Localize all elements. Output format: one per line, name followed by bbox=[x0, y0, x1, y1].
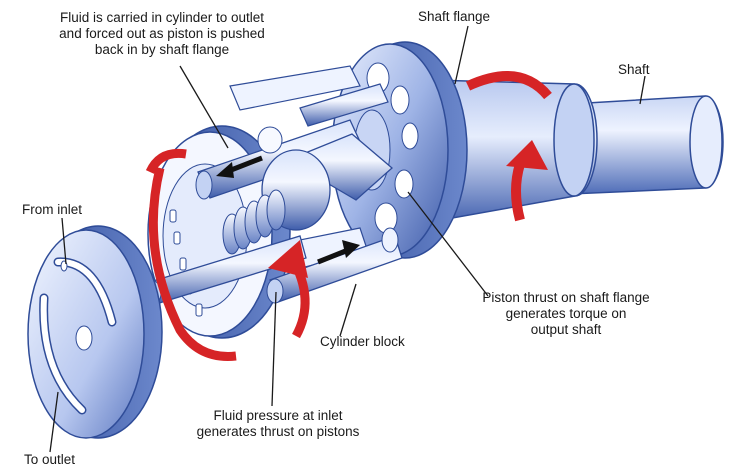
rotation-arrow-block bbox=[145, 148, 310, 361]
flange-socket bbox=[390, 85, 410, 115]
leader-shaft bbox=[639, 75, 646, 105]
leader-cylinder-block bbox=[339, 283, 357, 337]
flange-socket bbox=[401, 122, 419, 150]
leader-fluid-pressure bbox=[271, 291, 277, 407]
output-shaft bbox=[569, 95, 724, 195]
rotation-arrow-shaft bbox=[465, 71, 552, 222]
leader-shaft-flange bbox=[454, 25, 469, 85]
label-fluid-pressure: Fluid pressure at inlet generates thrust… bbox=[196, 408, 360, 439]
flow-arrow-outlet bbox=[216, 155, 263, 178]
flange-socket bbox=[394, 169, 414, 199]
port-plate bbox=[27, 225, 163, 439]
leader-lines bbox=[49, 25, 646, 453]
spring bbox=[222, 189, 286, 255]
label-cylinder-block: Cylinder block bbox=[320, 334, 405, 349]
flange-socket bbox=[374, 202, 398, 234]
leader-to-outlet bbox=[49, 391, 59, 453]
label-shaft: Shaft bbox=[618, 62, 650, 77]
label-from-inlet: From inlet bbox=[22, 202, 83, 217]
shaft-hub bbox=[429, 79, 598, 223]
leader-fluid-cylinder bbox=[179, 65, 229, 149]
leader-from-inlet bbox=[61, 217, 67, 265]
label-piston-thrust: Piston thrust on shaft flange generates … bbox=[482, 290, 650, 337]
label-fluid-cylinder: Fluid is carried in cylinder to outlet a… bbox=[59, 10, 265, 57]
label-shaft-flange: Shaft flange bbox=[418, 9, 491, 24]
label-to-outlet: To outlet bbox=[24, 452, 76, 467]
flow-arrow-inlet bbox=[317, 240, 360, 265]
leader-piston-thrust bbox=[407, 191, 489, 297]
